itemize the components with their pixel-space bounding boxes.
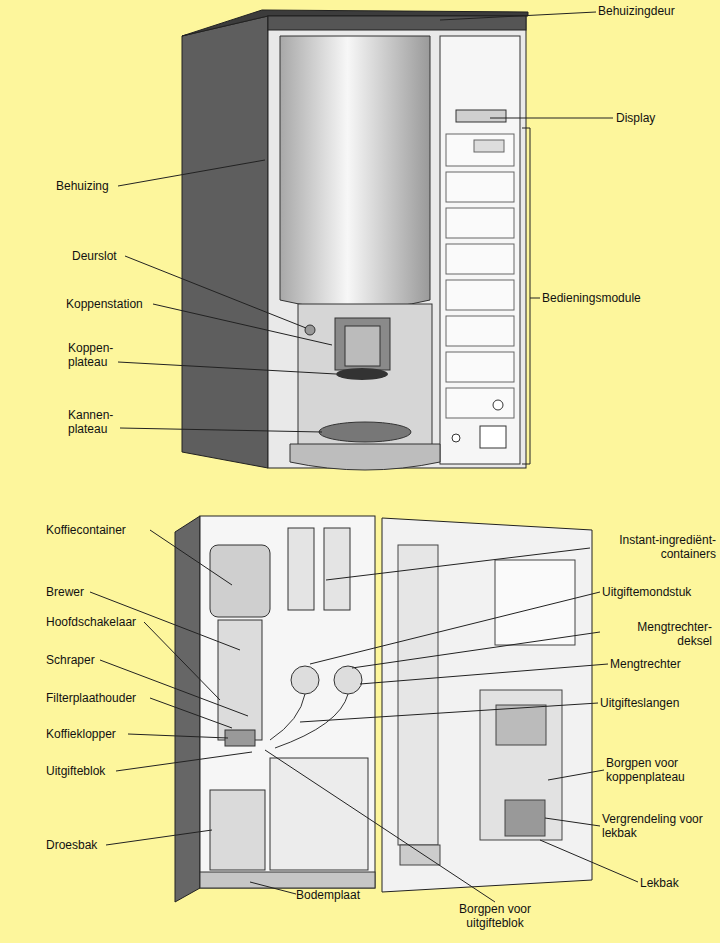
part-label: Uitgifteslangen	[600, 696, 718, 710]
part-label: Display	[616, 111, 706, 125]
part-label: Koffieklopper	[46, 727, 166, 741]
part-label: Vergrendeling voor lekbak	[602, 812, 718, 840]
part-label: Lekbak	[640, 876, 720, 890]
part-label: Mengtrechter- deksel	[600, 620, 712, 648]
part-label: Uitgifteblok	[46, 764, 166, 778]
part-label: Borgpen voor koppenplateau	[606, 756, 716, 784]
leader-lines	[90, 12, 638, 902]
part-label: Hoofdschakelaar	[46, 615, 166, 629]
part-label: Mengtrechter	[610, 657, 718, 671]
part-label: Koffiecontainer	[46, 523, 166, 537]
part-label: Droesbak	[46, 838, 146, 852]
part-label: Brewer	[46, 585, 146, 599]
opened-machine	[175, 516, 592, 902]
part-label: Koppen- plateau	[68, 341, 128, 369]
part-label: Kannen- plateau	[68, 408, 128, 436]
part-label: Bedieningsmodule	[542, 291, 682, 305]
part-label: Behuizing	[56, 179, 156, 193]
part-label: Koppenstation	[66, 297, 186, 311]
part-label: Bodemplaat	[296, 888, 396, 902]
part-label: Schraper	[46, 653, 146, 667]
closed-machine	[182, 10, 528, 470]
part-label: Instant-ingrediënt- containers	[590, 533, 716, 561]
part-label: Borgpen voor uitgifteblok	[440, 902, 550, 930]
part-label: Filterplaathouder	[46, 691, 176, 705]
part-label: Behuizingdeur	[598, 4, 708, 18]
part-label: Deurslot	[72, 249, 172, 263]
part-label: Uitgiftemondstuk	[602, 585, 718, 599]
